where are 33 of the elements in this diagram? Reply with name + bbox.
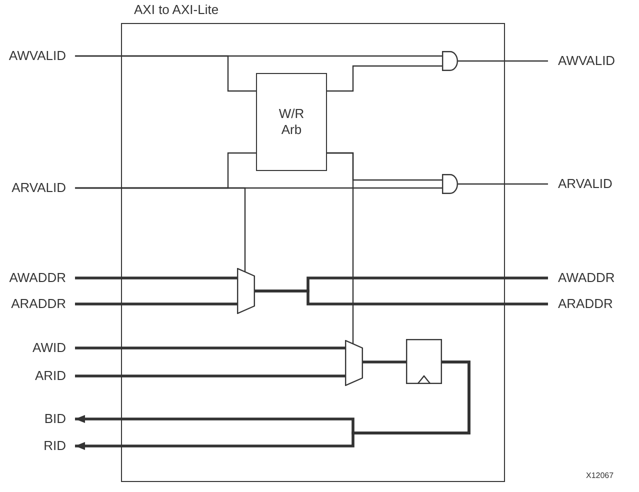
signal-label: AWVALID <box>548 53 639 69</box>
signal-label: ARID <box>0 368 75 384</box>
arrow <box>75 360 470 450</box>
bus-line <box>363 360 406 364</box>
bus-line <box>75 374 345 378</box>
signal-line <box>75 187 246 272</box>
bus-line <box>255 290 548 306</box>
signal-line <box>327 152 354 344</box>
signal-line <box>327 65 442 92</box>
bus-line <box>75 346 345 350</box>
bus-line <box>75 302 237 306</box>
signal-label: ARADDR <box>0 296 75 312</box>
and-gate-symbol <box>442 51 458 71</box>
signal-label: ARVALID <box>0 180 75 196</box>
signal-label: AWADDR <box>548 270 639 286</box>
signal-label: AWADDR <box>0 270 75 286</box>
signal-label: ARADDR <box>548 296 639 312</box>
flip-flop-symbol <box>406 339 442 384</box>
bus-line <box>75 276 237 280</box>
signal-label: ARVALID <box>548 176 639 192</box>
signal-line <box>458 60 548 62</box>
multiplexer-symbol <box>237 268 255 314</box>
multiplexer-symbol <box>345 340 363 386</box>
signal-line <box>458 183 548 185</box>
and-gate-symbol <box>442 174 458 194</box>
signal-line <box>75 55 256 92</box>
signal-label: BID <box>0 411 75 427</box>
signal-label: RID <box>0 438 75 454</box>
signal-label: AWID <box>0 340 75 356</box>
signal-label: AWVALID <box>0 48 75 64</box>
block-title: AXI to AXI-Lite <box>134 2 219 18</box>
figure-id: X12067 <box>586 471 614 480</box>
arbiter-box: W/R Arb <box>256 73 327 171</box>
